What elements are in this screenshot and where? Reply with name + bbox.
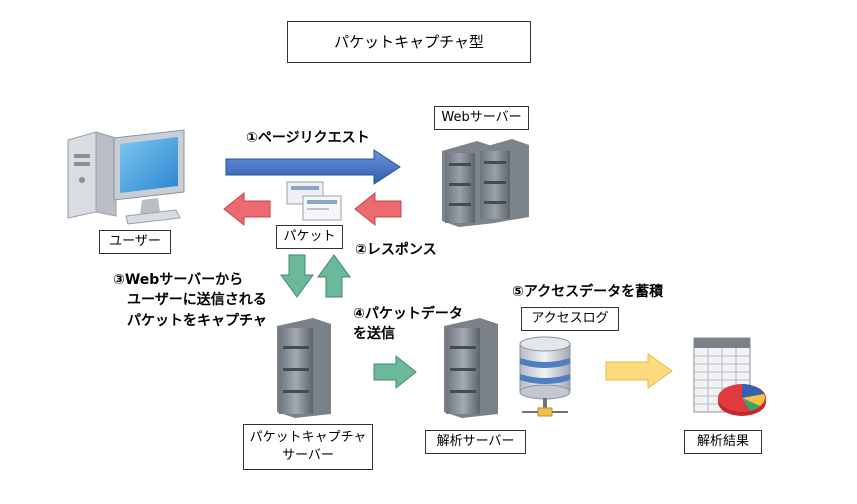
access-log-label: アクセスログ [521, 307, 619, 331]
user-label: ユーザー [99, 230, 171, 254]
capture-arrow-down [280, 254, 314, 298]
step5-label: ⑤アクセスデータを蓄積 [512, 284, 664, 300]
web-server-icon [442, 139, 529, 227]
analysis-server-icon [444, 318, 498, 418]
step1-label: ①ページリクエスト [246, 130, 370, 146]
step4-label: ④パケットデータ を送信 [353, 306, 463, 343]
capture-arrow-up [317, 254, 351, 298]
result-arrow [605, 353, 673, 389]
result-label: 解析結果 [684, 430, 762, 454]
page-request-arrow [225, 149, 401, 185]
packet-icon [286, 181, 342, 221]
web-server-label: Webサーバー [434, 106, 529, 130]
packet-label: パケット [276, 225, 343, 249]
analysis-server-label: 解析サーバー [425, 430, 526, 454]
capture-server-icon [277, 318, 331, 418]
response-arrow-left [223, 191, 271, 227]
capture-server-label: パケットキャプチャ サーバー [243, 424, 373, 470]
spreadsheet-chart-icon [693, 337, 766, 416]
database-icon [519, 336, 571, 417]
desktop-pc-icon [67, 129, 185, 225]
response-arrow-right [354, 191, 402, 227]
step3-label: ③Webサーバーから ユーザーに送信される パケットをキャプチャ [113, 272, 267, 329]
step2-label: ②レスポンス [355, 242, 437, 258]
send-packet-arrow [373, 354, 417, 390]
diagram-title: パケットキャプチャ型 [287, 21, 531, 63]
